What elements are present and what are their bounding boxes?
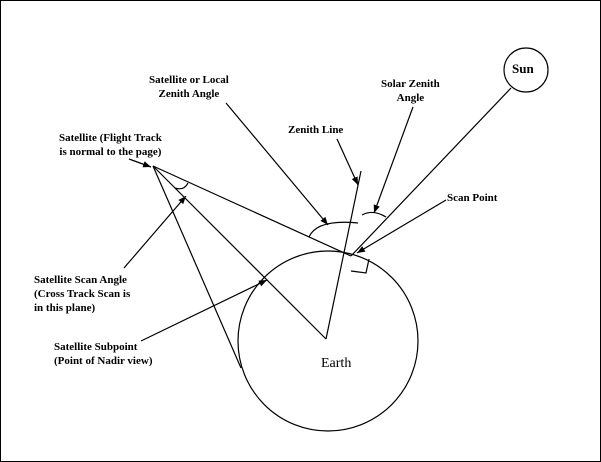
arrow-scan-angle (123, 195, 187, 269)
label-earth: Earth (321, 356, 352, 371)
satellite-to-scan-point-line (152, 165, 352, 257)
arrow-scan-point (356, 199, 447, 254)
arrow-satellite (128, 158, 152, 168)
right-angle-mark (350, 258, 370, 274)
satellite-to-earth-center-line (152, 165, 327, 340)
label-satellite-subpoint: Satellite Subpoint (Point of Nadir view) (54, 341, 153, 367)
scan-angle-arc (174, 182, 189, 190)
arrow-subpoint (140, 279, 268, 342)
solar-zenith-arc (361, 211, 387, 218)
arrow-satellite-zenith (225, 102, 329, 226)
arrow-solar-zenith (373, 106, 414, 214)
label-satellite: Satellite (Flight Track is normal to the… (59, 132, 162, 158)
sun-ray-line (350, 87, 512, 257)
earth-circle (237, 250, 419, 432)
label-scan-point: Scan Point (447, 192, 498, 204)
zenith-line (325, 170, 362, 340)
satellite-zenith-arc (308, 221, 359, 238)
label-solar-zenith-angle: Solar Zenith Angle (381, 78, 440, 104)
label-satellite-scan-angle: Satellite Scan Angle (Cross Track Scan i… (34, 274, 131, 314)
label-zenith-line: Zenith Line (288, 124, 344, 136)
arrow-zenith-line (336, 138, 359, 186)
sun-circle (503, 47, 549, 93)
label-satellite-zenith-angle: Satellite or Local Zenith Angle (149, 74, 229, 100)
satellite-tangent-line (152, 165, 242, 369)
label-sun: Sun (512, 61, 534, 76)
